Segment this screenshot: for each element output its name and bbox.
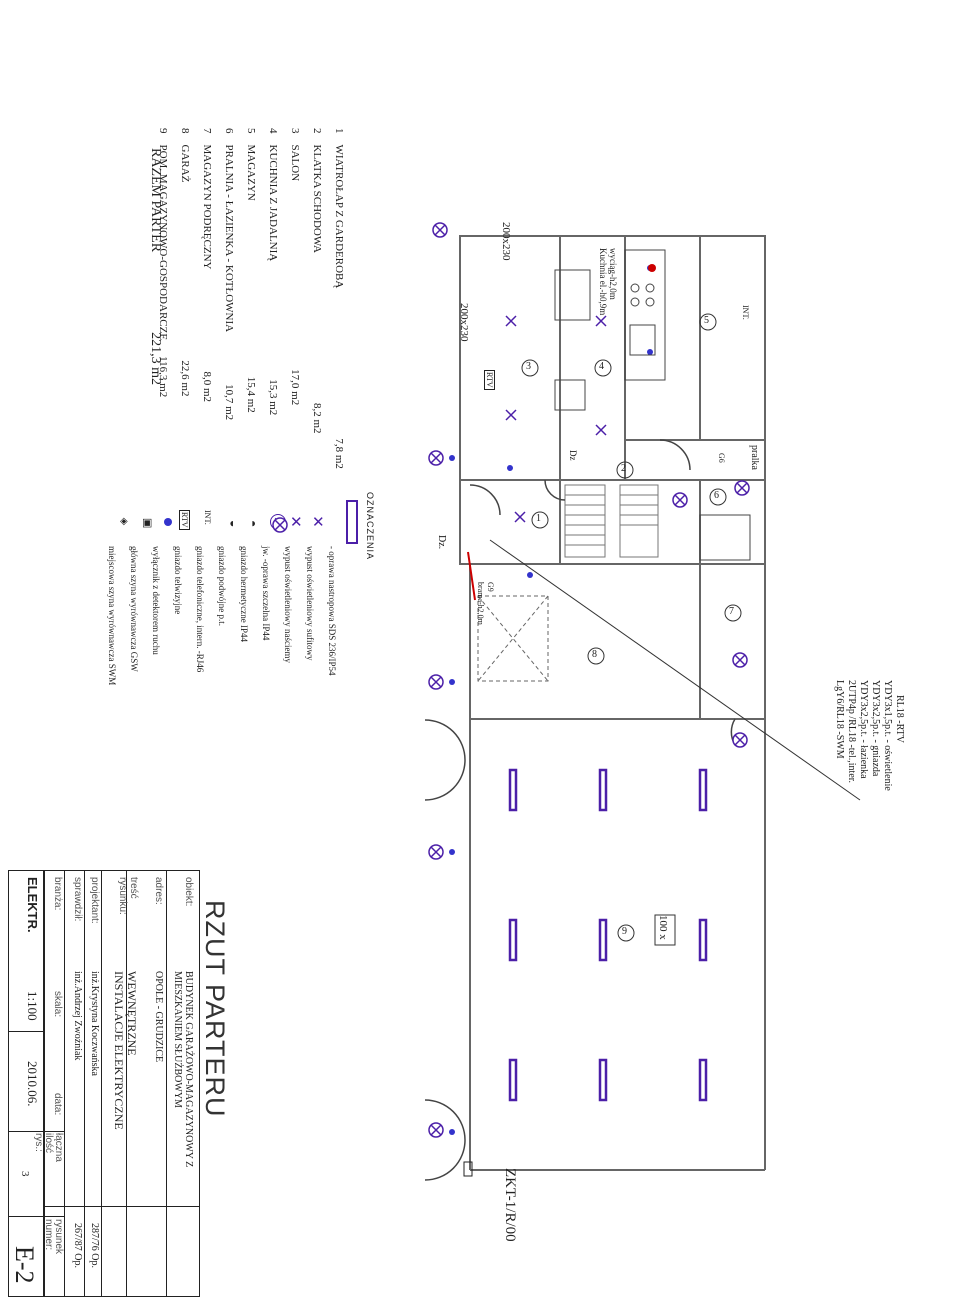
- cable-note: YDY3x2,5p.t. - łazienka: [858, 680, 869, 779]
- ilosc-value: 3: [19, 1171, 31, 1177]
- drawing-title: RZUT PARTERU: [200, 900, 230, 1118]
- stairs: [564, 484, 659, 558]
- cable-note: YDY3x2,5p.t. - gniazda: [870, 680, 881, 777]
- room-number-circles: [521, 313, 742, 942]
- room-number: 4: [599, 361, 604, 372]
- tresc-label: treść rysunku:: [117, 877, 139, 915]
- window-label: 200x230: [458, 303, 470, 342]
- branza-value: ELEKTR.: [25, 877, 40, 933]
- doors: [424, 439, 736, 1181]
- motion-switch-icon: [164, 518, 172, 526]
- room-number: 1: [536, 513, 541, 524]
- cable-note: RL18 -RTV: [894, 695, 905, 744]
- skala-label: skala:: [52, 991, 63, 1018]
- numer-value: E-2: [10, 1246, 39, 1284]
- title-block: obiekt: BUDYNEK GARAŻOWO-MAGAZYNOWY Z MI…: [8, 870, 200, 1297]
- kitchen-furniture: [554, 249, 751, 561]
- ceiling-outlets: [505, 315, 607, 523]
- projektant-number: 287/76 Op.: [89, 1223, 100, 1268]
- numer-label: rysunek numer:: [43, 1219, 64, 1255]
- garage-pit: [477, 595, 549, 682]
- cable-note: LgY6/RL18 -SWM: [834, 680, 845, 759]
- walls: [459, 235, 766, 1171]
- red-cable: [467, 551, 476, 601]
- projektant-value: inż.Krystyna Koczwańska: [89, 971, 100, 1076]
- cable-note: YDY3x1,5p.t. - oświetlenie: [882, 680, 893, 791]
- int-label: INT.: [741, 305, 750, 320]
- hood-socket: [648, 264, 656, 272]
- doorbell-label: Dz.: [436, 535, 447, 550]
- sprawdzil-number: 267/87 Op.: [72, 1223, 83, 1268]
- skala-value: 1:100: [25, 991, 40, 1021]
- window-label: 200x230: [500, 222, 512, 261]
- sprawdzil-value: inż.Andrzej Zwoźniak: [72, 971, 83, 1061]
- room-number: 6: [714, 490, 719, 501]
- gate-box: [654, 914, 676, 946]
- room-number: 5: [704, 315, 709, 326]
- stove-label: Kuchnia el.-h0,9m: [598, 248, 608, 316]
- tresc-value-2: INSTALACJE ELEKTRYCZNE: [112, 971, 126, 1130]
- hood-label: wyciąg-h2,0m: [608, 248, 618, 300]
- zkt-label: ZKT-1/R/00: [502, 1168, 518, 1242]
- rtv-label: RTV: [484, 370, 495, 390]
- zkt-box: [463, 1161, 473, 1177]
- tresc-value-1: WEWNĘTRZNE: [125, 971, 139, 1056]
- data-label: data:: [52, 1093, 63, 1116]
- obiekt-value: BUDYNEK GARAŻOWO-MAGAZYNOWY Z MIESZKANIE…: [172, 971, 194, 1168]
- hermetic-socket-icon: ◗: [250, 516, 258, 530]
- room-number: 9: [622, 926, 627, 937]
- room-number: 2: [621, 463, 626, 474]
- washer-label: pralka: [749, 445, 760, 470]
- doorbell-label: Dz: [568, 450, 578, 461]
- adres-label: adres:: [153, 877, 164, 905]
- socket-label: G6: [717, 453, 726, 463]
- ilosc-label: łączna ilość rys.:: [33, 1133, 64, 1162]
- branza-label: branża:: [52, 877, 63, 911]
- gate-label: 100 x: [657, 915, 669, 940]
- room-number: 8: [592, 649, 597, 660]
- ceiling-outlet-icon: ✕: [312, 515, 325, 531]
- cable-note: 2UTP4p /RL18 -tel.,inter.: [846, 680, 857, 784]
- room-number: 3: [526, 361, 531, 372]
- switches: [449, 265, 653, 1135]
- gsw-icon: ▣: [142, 517, 153, 529]
- obiekt-label: obiekt:: [183, 877, 194, 907]
- cable-leader: [489, 539, 861, 801]
- gate-socket-label: G9: [486, 582, 495, 592]
- double-socket-icon: ◖: [228, 516, 236, 530]
- swm-icon: ◈: [120, 516, 128, 527]
- wall-outlet-icon: ✕: [290, 515, 303, 531]
- adres-value: OPOLE - GRUDZICE: [153, 971, 164, 1063]
- fluorescent-fixtures: [508, 768, 708, 1102]
- room-number: 7: [729, 606, 734, 617]
- sprawdzil-label: sprawdził:: [72, 877, 83, 922]
- fixture-rect-icon: [346, 500, 358, 544]
- data-value: 2010.06.: [25, 1061, 40, 1107]
- wall-fixtures: [272, 222, 750, 1138]
- projektant-label: projektant:: [89, 877, 100, 924]
- gate-height-label: brama-h2,0m: [476, 582, 485, 625]
